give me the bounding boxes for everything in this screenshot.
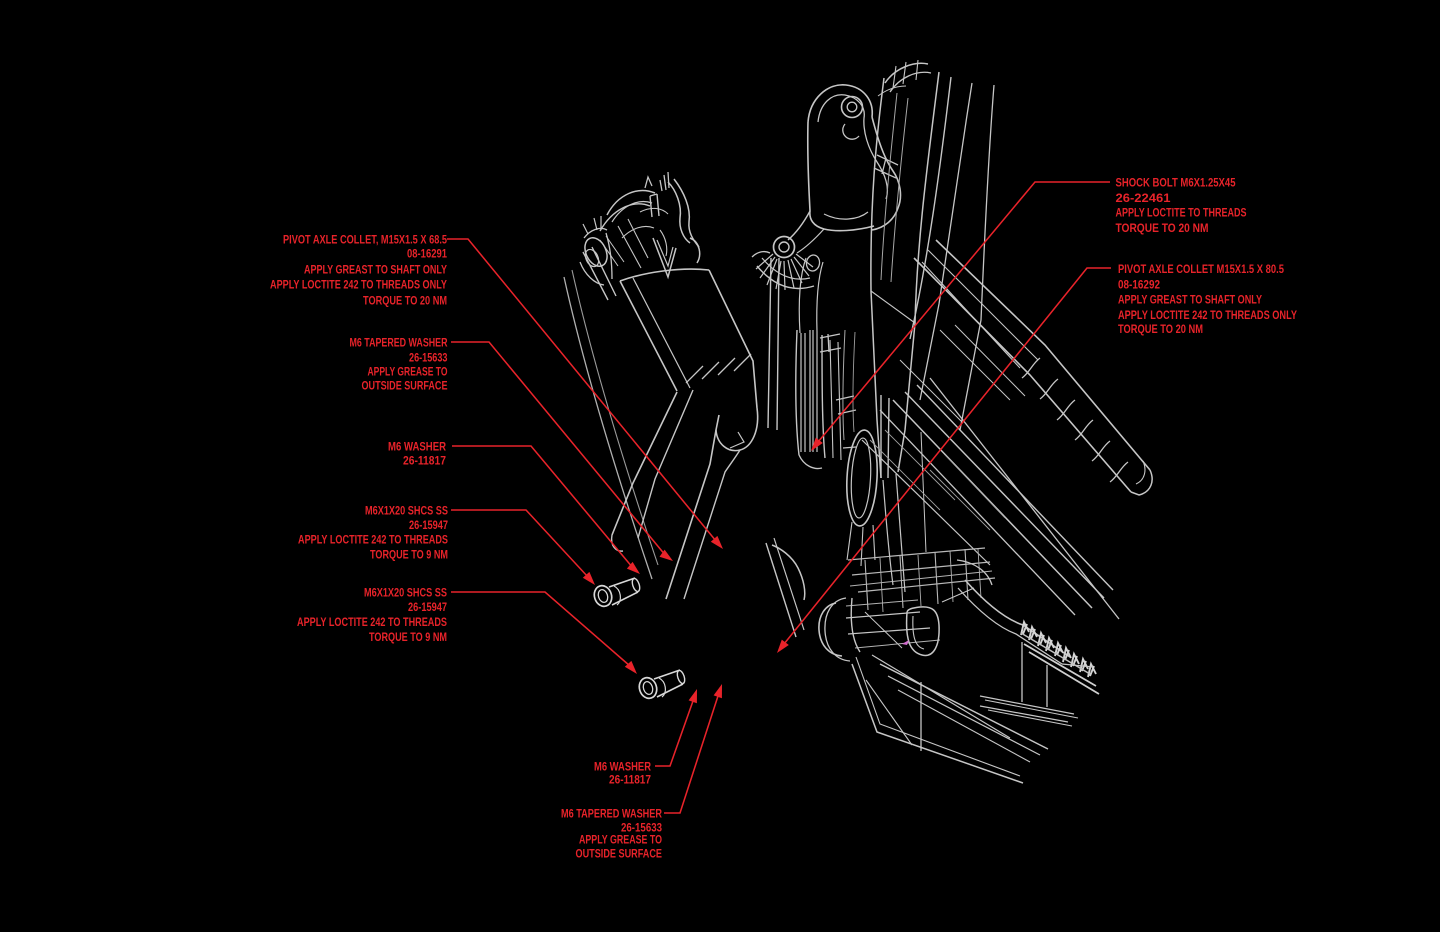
svg-text:26-15947: 26-15947	[408, 600, 447, 614]
svg-text:APPLY LOCTITE 242 TO THREADS: APPLY LOCTITE 242 TO THREADS	[298, 533, 448, 547]
svg-text:PIVOT AXLE COLLET, M15X1.5 X 6: PIVOT AXLE COLLET, M15X1.5 X 68.5	[283, 232, 447, 246]
svg-text:26-11817: 26-11817	[609, 772, 651, 786]
svg-text:M6X1X20 SHCS SS: M6X1X20 SHCS SS	[365, 503, 448, 517]
svg-text:APPLY LOCTITE TO THREADS: APPLY LOCTITE TO THREADS	[1116, 206, 1247, 220]
svg-text:M6 TAPERED WASHER: M6 TAPERED WASHER	[561, 806, 662, 820]
svg-text:TORQUE TO 20 NM: TORQUE TO 20 NM	[363, 293, 447, 307]
svg-text:APPLY LOCTITE 242 TO THREADS: APPLY LOCTITE 242 TO THREADS	[297, 615, 447, 629]
svg-text:08-16291: 08-16291	[407, 247, 447, 261]
svg-text:TORQUE TO 20 NM: TORQUE TO 20 NM	[1116, 221, 1209, 235]
svg-text:APPLY GREAST TO SHAFT ONLY: APPLY GREAST TO SHAFT ONLY	[1118, 293, 1262, 307]
svg-text:APPLY GREAST TO SHAFT ONLY: APPLY GREAST TO SHAFT ONLY	[304, 262, 447, 276]
svg-text:PIVOT AXLE COLLET M15X1.5 X 80: PIVOT AXLE COLLET M15X1.5 X 80.5	[1118, 262, 1284, 276]
svg-text:TORQUE TO 20 NM: TORQUE TO 20 NM	[1118, 322, 1203, 336]
svg-text:TORQUE TO 9 NM: TORQUE TO 9 NM	[369, 630, 447, 644]
svg-text:M6 TAPERED WASHER: M6 TAPERED WASHER	[350, 335, 448, 349]
svg-text:OUTSIDE SURFACE: OUTSIDE SURFACE	[576, 846, 663, 860]
svg-text:OUTSIDE SURFACE: OUTSIDE SURFACE	[362, 378, 448, 392]
svg-text:SHOCK BOLT M6X1.25X45: SHOCK BOLT M6X1.25X45	[1116, 175, 1236, 189]
svg-text:APPLY LOCTITE 242 TO THREADS O: APPLY LOCTITE 242 TO THREADS ONLY	[270, 277, 447, 291]
svg-text:APPLY LOCTITE 242 TO THREADS O: APPLY LOCTITE 242 TO THREADS ONLY	[1118, 308, 1297, 322]
svg-text:26-15633: 26-15633	[621, 820, 662, 834]
svg-text:26-15633: 26-15633	[409, 350, 448, 364]
svg-text:APPLY GREASE TO: APPLY GREASE TO	[579, 832, 662, 846]
svg-text:08-16292: 08-16292	[1118, 277, 1160, 291]
svg-text:APPLY GREASE TO: APPLY GREASE TO	[368, 364, 448, 378]
svg-text:M6X1X20 SHCS SS: M6X1X20 SHCS SS	[364, 585, 447, 599]
svg-text:M6 WASHER: M6 WASHER	[594, 759, 651, 773]
svg-text:M6 WASHER: M6 WASHER	[388, 439, 446, 453]
svg-text:TORQUE TO 9 NM: TORQUE TO 9 NM	[370, 547, 448, 561]
svg-text:26-11817: 26-11817	[403, 453, 446, 467]
svg-text:26-15947: 26-15947	[409, 518, 448, 532]
svg-text:26-22461: 26-22461	[1116, 191, 1171, 205]
